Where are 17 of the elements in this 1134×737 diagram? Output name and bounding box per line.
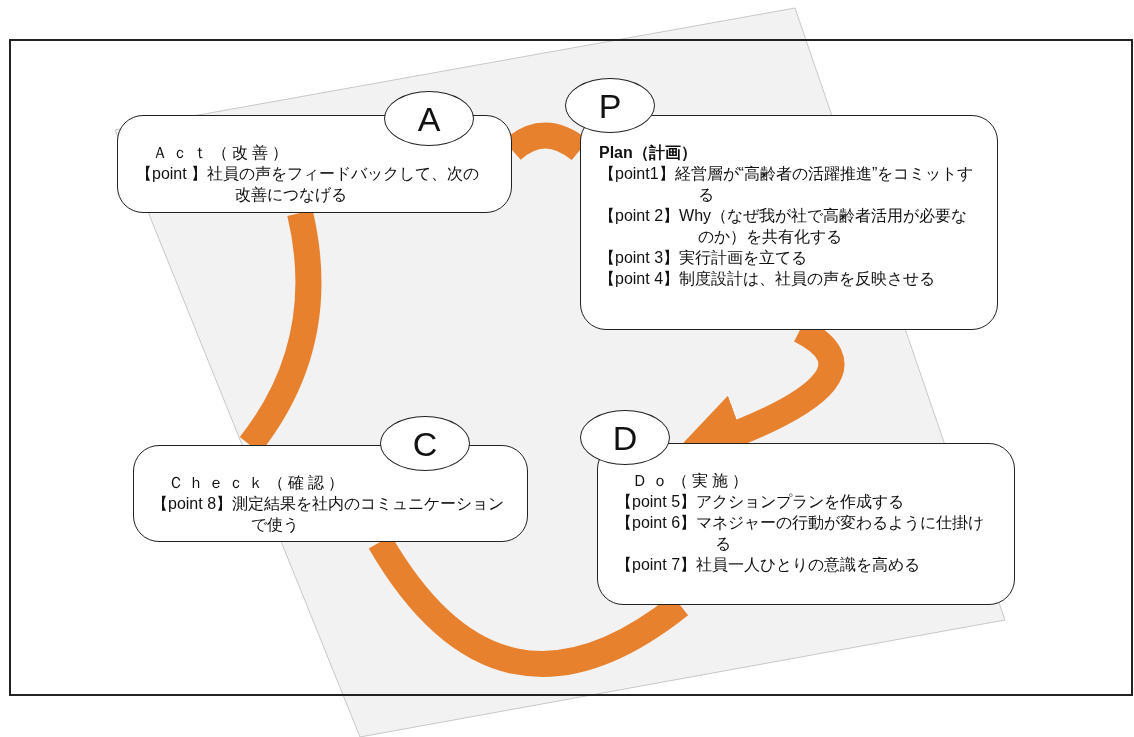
point-text: 【point 7】社員一人ひとりの意識を高める — [616, 555, 922, 575]
point-text: 【point 3】実行計画を立てる — [599, 248, 809, 268]
letter-label: C — [412, 425, 438, 462]
box-heading: Plan（計画） — [599, 143, 698, 163]
point-text: 【point 5】アクションプランを作成する — [616, 492, 906, 512]
box-heading: Ｃｈｅｃｋ（確認） — [167, 473, 349, 493]
point-text: 【point 6】マネジャーの行動が変わるように仕掛ける — [616, 513, 986, 554]
point-text: 【point1】経営層が“高齢者の活躍推進”をコミットする — [599, 164, 975, 205]
letter-label: P — [598, 87, 622, 124]
letter-label: A — [417, 100, 441, 137]
point-text: 【point 2】Why（なぜ我が社で高齢者活用が必要なのか）を共有化する — [599, 206, 969, 247]
box-heading: Ａｃｔ（改善） — [151, 143, 293, 163]
letter-label: D — [612, 419, 638, 456]
point-text: 【point 4】制度設計は、社員の声を反映させる — [599, 269, 937, 289]
box-heading: Ｄｏ（実施） — [631, 471, 753, 491]
point-text: 【point 】社員の声をフィードバックして、次の改善につなげる — [136, 164, 481, 205]
point-text: 【point 8】測定結果を社内のコミュニケーションで使う — [152, 494, 506, 535]
